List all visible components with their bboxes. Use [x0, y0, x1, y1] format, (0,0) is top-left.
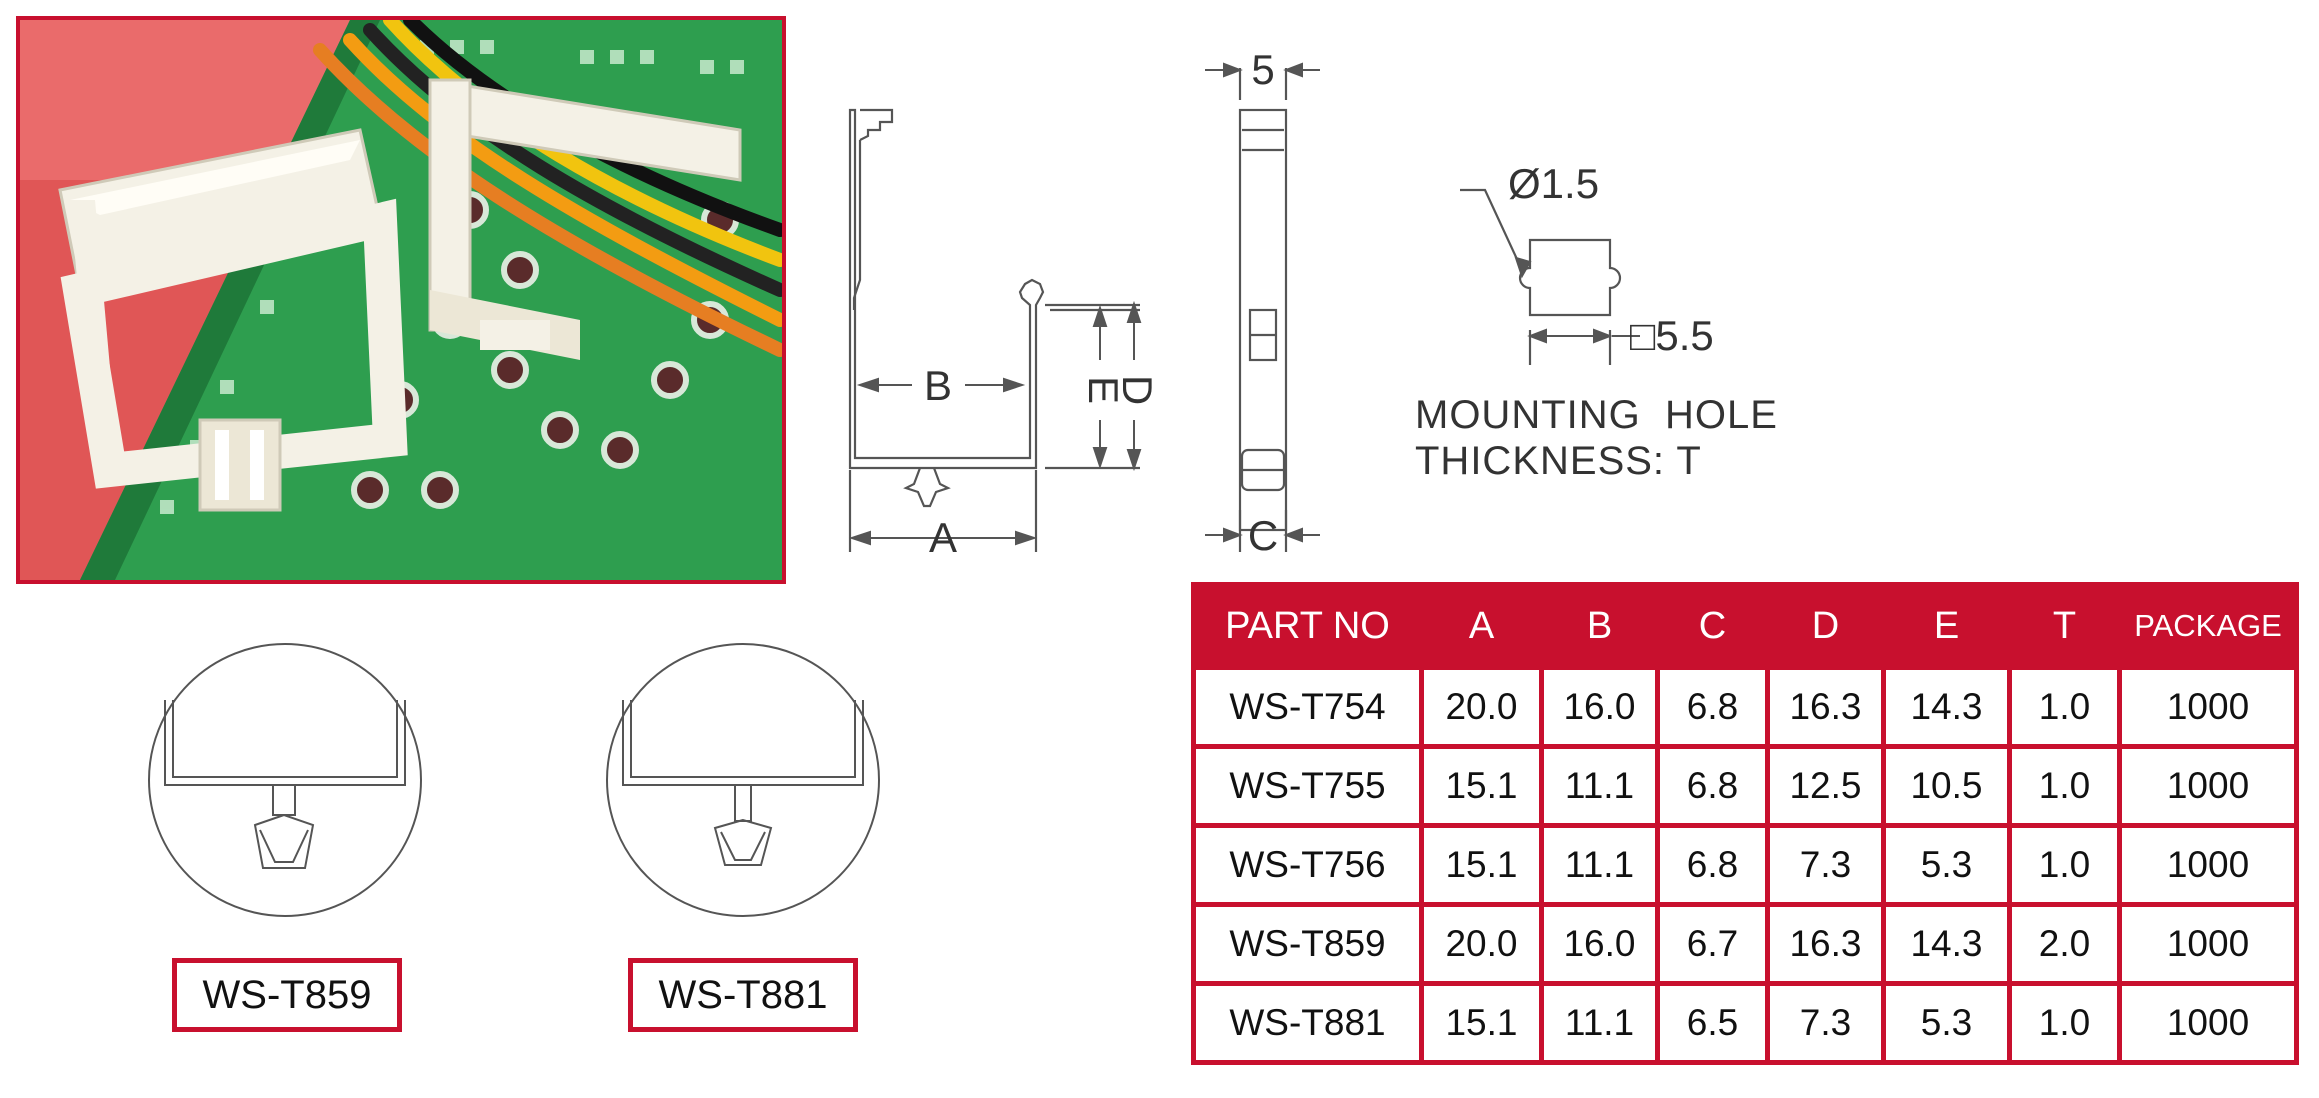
dim-label-a: A: [929, 514, 957, 561]
table-row: WS-T881 15.1 11.1 6.5 7.3 5.3 1.0 1000: [1191, 981, 2299, 1065]
detail-label-ws-t881: WS-T881: [628, 958, 858, 1032]
cell-t: 2.0: [2007, 902, 2122, 986]
dim-label-width: 5: [1251, 46, 1274, 93]
technical-drawing: A B E D 5 C Ø1.5 □5.5: [848, 46, 1714, 561]
product-photo: [16, 16, 786, 584]
table-row: WS-T754 20.0 16.0 6.8 16.3 14.3 1.0 1000: [1191, 665, 2299, 749]
dim-label-hole-square: □5.5: [1630, 312, 1714, 359]
header-part-no: PART NO: [1191, 582, 1424, 670]
header-b: B: [1539, 582, 1660, 670]
cell-package: 1000: [2117, 823, 2299, 907]
dim-label-d: D: [1114, 375, 1161, 405]
cell-c: 6.8: [1655, 665, 1770, 749]
cell-part-no: WS-T859: [1191, 902, 1424, 986]
cell-d: 7.3: [1765, 981, 1886, 1065]
header-package: PACKAGE: [2117, 582, 2299, 670]
cell-b: 16.0: [1539, 665, 1660, 749]
cell-package: 1000: [2117, 744, 2299, 828]
table-row: WS-T756 15.1 11.1 6.8 7.3 5.3 1.0 1000: [1191, 823, 2299, 907]
cell-c: 6.5: [1655, 981, 1770, 1065]
cell-b: 11.1: [1539, 823, 1660, 907]
front-view-barb: [903, 467, 951, 508]
cell-t: 1.0: [2007, 981, 2122, 1065]
cell-a: 15.1: [1419, 981, 1544, 1065]
cell-t: 1.0: [2007, 823, 2122, 907]
cell-e: 5.3: [1881, 981, 2012, 1065]
cell-e: 14.3: [1881, 665, 2012, 749]
header-e: E: [1881, 582, 2012, 670]
cell-a: 15.1: [1419, 823, 1544, 907]
table-row: WS-T755 15.1 11.1 6.8 12.5 10.5 1.0 1000: [1191, 744, 2299, 828]
header-a: A: [1419, 582, 1544, 670]
cell-e: 14.3: [1881, 902, 2012, 986]
cell-d: 12.5: [1765, 744, 1886, 828]
detail-drawing-ws-t881: [606, 643, 880, 917]
cell-a: 15.1: [1419, 744, 1544, 828]
cell-t: 1.0: [2007, 665, 2122, 749]
cell-b: 16.0: [1539, 902, 1660, 986]
cell-package: 1000: [2117, 981, 2299, 1065]
cell-e: 10.5: [1881, 744, 2012, 828]
cell-e: 5.3: [1881, 823, 2012, 907]
mounting-hole-note: MOUNTING HOLE THICKNESS: T: [1415, 392, 1778, 484]
cell-package: 1000: [2117, 665, 2299, 749]
product-photo-illustration: [20, 20, 782, 580]
cell-part-no: WS-T881: [1191, 981, 1424, 1065]
cell-b: 11.1: [1539, 981, 1660, 1065]
cell-a: 20.0: [1419, 902, 1544, 986]
dim-label-c: C: [1248, 512, 1278, 559]
cell-d: 7.3: [1765, 823, 1886, 907]
cell-d: 16.3: [1765, 665, 1886, 749]
note-line-1: MOUNTING HOLE: [1415, 393, 1778, 437]
mounting-hole-outline: [1518, 238, 1622, 317]
spec-table: PART NO A B C D E T PACKAGE WS-T754 20.0…: [1191, 582, 2299, 1065]
cell-part-no: WS-T754: [1191, 665, 1424, 749]
header-d: D: [1765, 582, 1886, 670]
cell-d: 16.3: [1765, 902, 1886, 986]
cell-a: 20.0: [1419, 665, 1544, 749]
cell-c: 6.8: [1655, 823, 1770, 907]
cell-part-no: WS-T755: [1191, 744, 1424, 828]
detail-drawing-ws-t859: [148, 643, 422, 917]
header-c: C: [1655, 582, 1770, 670]
cell-package: 1000: [2117, 902, 2299, 986]
dim-label-b: B: [924, 362, 952, 409]
cell-c: 6.8: [1655, 744, 1770, 828]
front-view-outline: [848, 108, 1045, 470]
header-t: T: [2007, 582, 2122, 670]
note-line-2: THICKNESS: T: [1415, 439, 1702, 483]
cell-part-no: WS-T756: [1191, 823, 1424, 907]
dim-label-e: E: [1080, 376, 1127, 404]
dim-label-hole-diameter: Ø1.5: [1508, 160, 1599, 207]
table-row: WS-T859 20.0 16.0 6.7 16.3 14.3 2.0 1000: [1191, 902, 2299, 986]
side-view-outline: [1238, 108, 1288, 532]
cell-c: 6.7: [1655, 902, 1770, 986]
table-header-row: PART NO A B C D E T PACKAGE: [1191, 582, 2299, 670]
detail-label-ws-t859: WS-T859: [172, 958, 402, 1032]
cell-b: 11.1: [1539, 744, 1660, 828]
cell-t: 1.0: [2007, 744, 2122, 828]
